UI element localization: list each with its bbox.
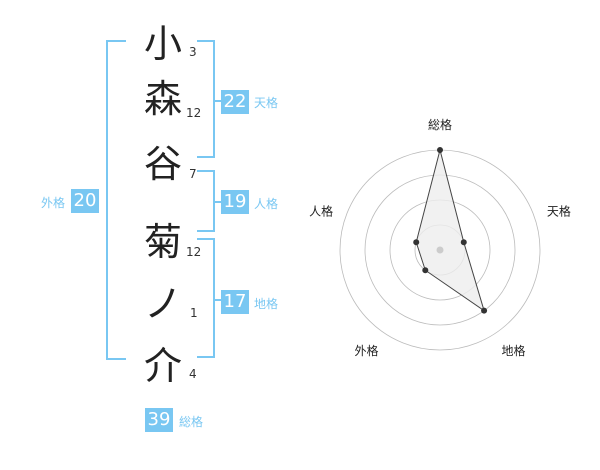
name-char: 菊 [143,220,182,264]
tenkaku-bracket [197,40,215,158]
stroke-count: 7 [189,167,197,181]
name-char: 谷 [143,142,182,186]
jinkaku-connector [213,201,221,203]
radar-center [436,246,444,254]
name-char: 小 [143,22,182,66]
gaikaku-label: 外格 [41,196,66,210]
radar-axis-label: 地格 [501,343,525,358]
chikaku-label: 地格 [254,297,279,311]
chikaku-bracket [197,238,215,358]
stroke-count: 3 [189,45,197,59]
jinkaku-label: 人格 [254,197,279,211]
radar-axis-label: 人格 [309,203,333,218]
tenkaku-value: 22 [221,90,249,114]
name-char: ノ [143,282,182,326]
radar-axis-label: 天格 [547,203,571,218]
tenkaku-connector [213,100,221,102]
jinkaku-value: 19 [221,190,249,214]
gaikaku-value: 20 [71,189,99,213]
stroke-count: 12 [186,106,202,120]
radar-point [460,239,467,246]
radar-point [437,147,443,153]
stroke-count: 12 [186,245,202,259]
radar-axis-label: 総格 [428,117,452,132]
name-char: 介 [143,344,182,388]
tenkaku-label: 天格 [254,96,279,110]
stroke-count: 4 [189,367,197,381]
chikaku-connector [213,299,221,301]
radar-point [422,267,429,274]
name-char: 森 [143,77,182,121]
gaikaku-bracket [106,40,126,360]
radar-axis-label: 外格 [355,343,379,358]
soukaku-label: 総格 [179,415,204,429]
radar-polygon [415,149,485,312]
radar-point [413,239,420,246]
soukaku-value: 39 [145,408,173,432]
radar-point [481,307,488,314]
chikaku-value: 17 [221,290,249,314]
stroke-count: 1 [190,306,198,320]
